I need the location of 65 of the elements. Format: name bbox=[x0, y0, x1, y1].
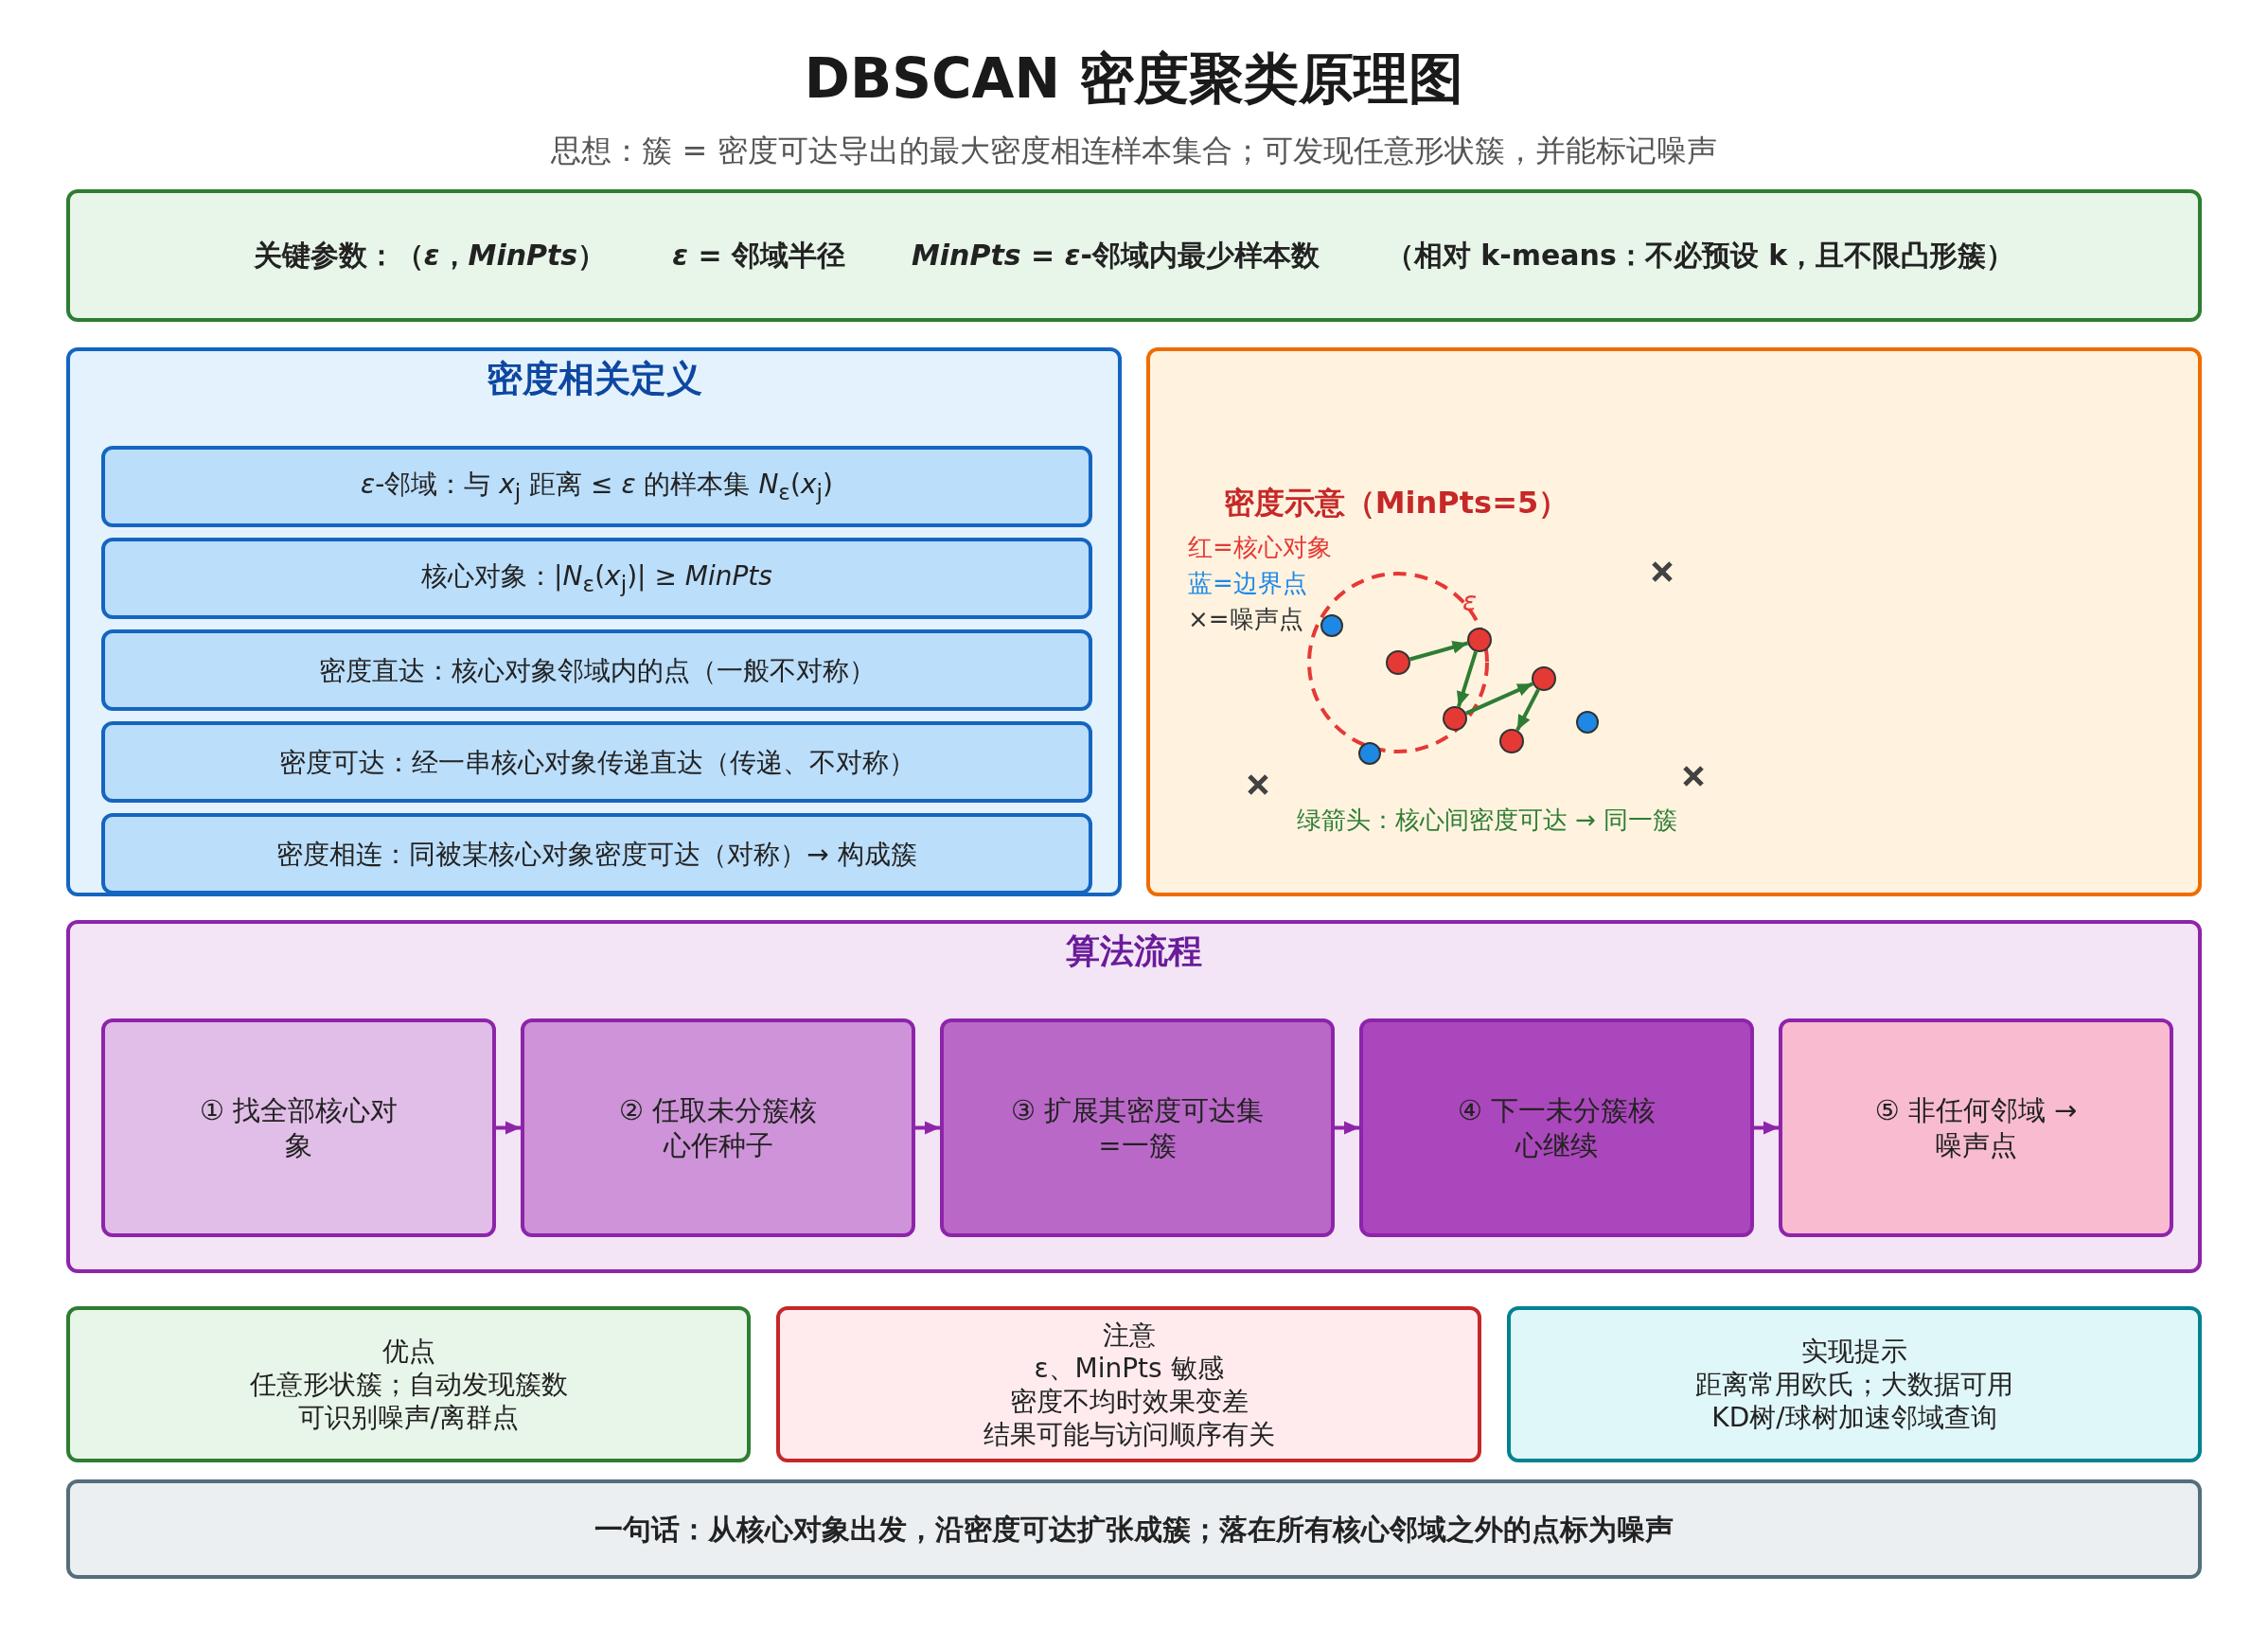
legend-text: ×=噪声点 bbox=[1188, 604, 1303, 635]
legend-text: 蓝=边界点 bbox=[1188, 568, 1307, 599]
parameter-bar bbox=[66, 189, 2202, 322]
step-box bbox=[940, 1018, 1335, 1237]
parameter-text: （相对 k-means：不必预设 k，且不限凸形簇） bbox=[1385, 238, 2015, 274]
subtitle-text: 思想：簇 = 密度可达导出的最大密度相连样本集合；可发现任意形状簇，并能标记噪声 bbox=[550, 132, 1718, 170]
arrow bbox=[496, 1121, 521, 1135]
definition-text: 密度可达：经一串核心对象传递直达（传递、不对称） bbox=[278, 745, 915, 779]
panel-heading: 算法流程 bbox=[1065, 930, 1203, 972]
definition-text: 核心对象：|N$_{ε}$(x$_{j}$)| ≥ MinPts bbox=[421, 558, 772, 598]
step-text: ③ 扩展其密度可达集=一簇 bbox=[1009, 1093, 1266, 1162]
caution-box bbox=[776, 1306, 1481, 1462]
tips-box bbox=[1507, 1306, 2202, 1462]
arrow bbox=[1754, 1121, 1779, 1135]
summary-text: 一句话：从核心对象出发，沿密度可达扩张成簇；落在所有核心邻域之外的点标为噪声 bbox=[594, 1511, 1674, 1548]
note-text: ε、MinPts 敏感 bbox=[1034, 1351, 1224, 1385]
core-point bbox=[1386, 650, 1410, 675]
definition-box bbox=[101, 813, 1092, 894]
arrow bbox=[1456, 650, 1479, 708]
diagram-title: DBSCAN 密度聚类原理图 bbox=[803, 45, 1465, 113]
arrow bbox=[1335, 1121, 1359, 1135]
definition-text: 密度相连：同被某核心对象密度可达（对称）→ 构成簇 bbox=[276, 837, 917, 871]
step-box bbox=[1359, 1018, 1754, 1237]
core-point bbox=[1499, 729, 1524, 753]
step-text: ④ 下一未分簇核心继续 bbox=[1456, 1093, 1657, 1162]
illustration-panel bbox=[1146, 347, 2202, 896]
definition-box bbox=[101, 721, 1092, 803]
parameter-text: MinPts = ε-邻域内最少样本数 bbox=[911, 238, 1320, 274]
note-text: 结果可能与访问顺序有关 bbox=[983, 1417, 1275, 1451]
core-point bbox=[1443, 706, 1467, 731]
definition-text: ε-邻域：与 x$_{j}$ 距离 ≤ ε 的样本集 N$_{ε}$(x$_{j}$) bbox=[361, 467, 833, 506]
step-box bbox=[1779, 1018, 2173, 1237]
core-point bbox=[1467, 628, 1492, 652]
definition-text: 密度直达：核心对象邻域内的点（一般不对称） bbox=[318, 653, 876, 687]
flow-panel bbox=[66, 920, 2202, 1273]
arrow bbox=[1465, 682, 1533, 716]
definition-box bbox=[101, 538, 1092, 619]
step-box bbox=[521, 1018, 915, 1237]
note-text: 距离常用欧氏；大数据可用 bbox=[1695, 1368, 2013, 1401]
summary-bar bbox=[66, 1479, 2202, 1579]
arrow bbox=[1515, 688, 1540, 732]
arrow bbox=[915, 1121, 940, 1135]
parameter-text: 关键参数：（ε，MinPts） bbox=[253, 238, 607, 274]
advantages-box bbox=[66, 1306, 751, 1462]
note-text: KD树/球树加速邻域查询 bbox=[1711, 1401, 1997, 1434]
note-text: 注意 bbox=[1102, 1318, 1156, 1352]
note-text: 任意形状簇；自动发现簇数 bbox=[249, 1368, 568, 1401]
arrow bbox=[1409, 641, 1469, 662]
note-text: 密度不均时效果变差 bbox=[1009, 1384, 1249, 1418]
definition-box bbox=[101, 446, 1092, 527]
illustration-heading: 密度示意（MinPts=5） bbox=[1222, 484, 1570, 522]
step-text: ② 任取未分簇核心作种子 bbox=[617, 1093, 819, 1162]
definitions-panel bbox=[66, 347, 1122, 896]
caption-text: 绿箭头：核心间密度可达 → 同一簇 bbox=[1297, 805, 1678, 836]
parameter-text: ε = 邻域半径 bbox=[672, 238, 845, 274]
step-text: ① 找全部核心对象 bbox=[198, 1093, 399, 1162]
core-point bbox=[1532, 666, 1556, 691]
legend-text: 红=核心对象 bbox=[1188, 532, 1332, 563]
panel-heading: 密度相关定义 bbox=[485, 357, 703, 401]
step-box bbox=[101, 1018, 496, 1237]
note-text: 实现提示 bbox=[1801, 1335, 1907, 1368]
note-text: 优点 bbox=[381, 1335, 435, 1368]
note-text: 可识别噪声/离群点 bbox=[297, 1401, 520, 1434]
definition-box bbox=[101, 629, 1092, 711]
step-text: ⑤ 非任何邻域 → 噪声点 bbox=[1873, 1093, 2079, 1162]
